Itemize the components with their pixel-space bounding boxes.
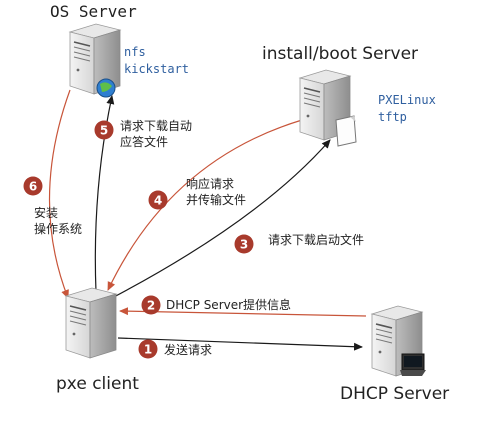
install-server-service-tftp: tftp: [378, 110, 407, 124]
arrow-step-5: [94, 95, 115, 293]
arrow-step-2: [119, 307, 367, 317]
os-server-service-kickstart: kickstart: [124, 62, 190, 76]
step-badge-5: 5: [94, 120, 114, 140]
svg-text:6: 6: [29, 180, 37, 194]
step-badge-4: 4: [148, 190, 168, 210]
svg-text:4: 4: [154, 194, 162, 208]
install-boot-server-icon: [299, 69, 357, 147]
os-server-icon: [69, 23, 121, 98]
install-server-title: install/boot Server: [262, 44, 419, 64]
step-5-label-line1: 请求下载自动: [120, 119, 193, 133]
os-server-service-nfs: nfs: [124, 45, 146, 59]
step-badge-2: 2: [141, 295, 161, 315]
arrow-step-4: [107, 119, 303, 291]
pxe-client-title: pxe client: [56, 374, 139, 394]
step-2-label: DHCP Server提供信息: [166, 298, 292, 312]
step-badge-1: 1: [138, 339, 158, 359]
step-5-label-line2: 应答文件: [120, 135, 169, 149]
step-6-label-line1: 安装: [34, 206, 59, 220]
step-3-label: 请求下载启动文件: [268, 233, 365, 247]
arrow-step-6: [48, 89, 71, 299]
step-4-label-line2: 并传输文件: [186, 193, 247, 207]
pxe-client-server-icon: [65, 287, 117, 359]
svg-text:2: 2: [147, 299, 155, 313]
step-badge-6: 6: [23, 176, 43, 196]
dhcp-server-title: DHCP Server: [340, 384, 450, 404]
step-4-label-line1: 响应请求: [186, 177, 235, 191]
dhcp-server-icon: [371, 305, 426, 377]
os-server-title: OS Server: [50, 2, 137, 21]
arrow-step-3: [111, 139, 331, 299]
arrow-step-1: [117, 337, 363, 351]
step-badge-3: 3: [234, 234, 254, 254]
install-server-service-pxelinux: PXELinux: [378, 93, 436, 107]
step-1-label: 发送请求: [164, 343, 213, 357]
svg-text:3: 3: [240, 238, 248, 252]
svg-text:5: 5: [100, 124, 108, 138]
step-6-label-line2: 操作系统: [34, 222, 83, 236]
svg-text:1: 1: [144, 343, 152, 357]
